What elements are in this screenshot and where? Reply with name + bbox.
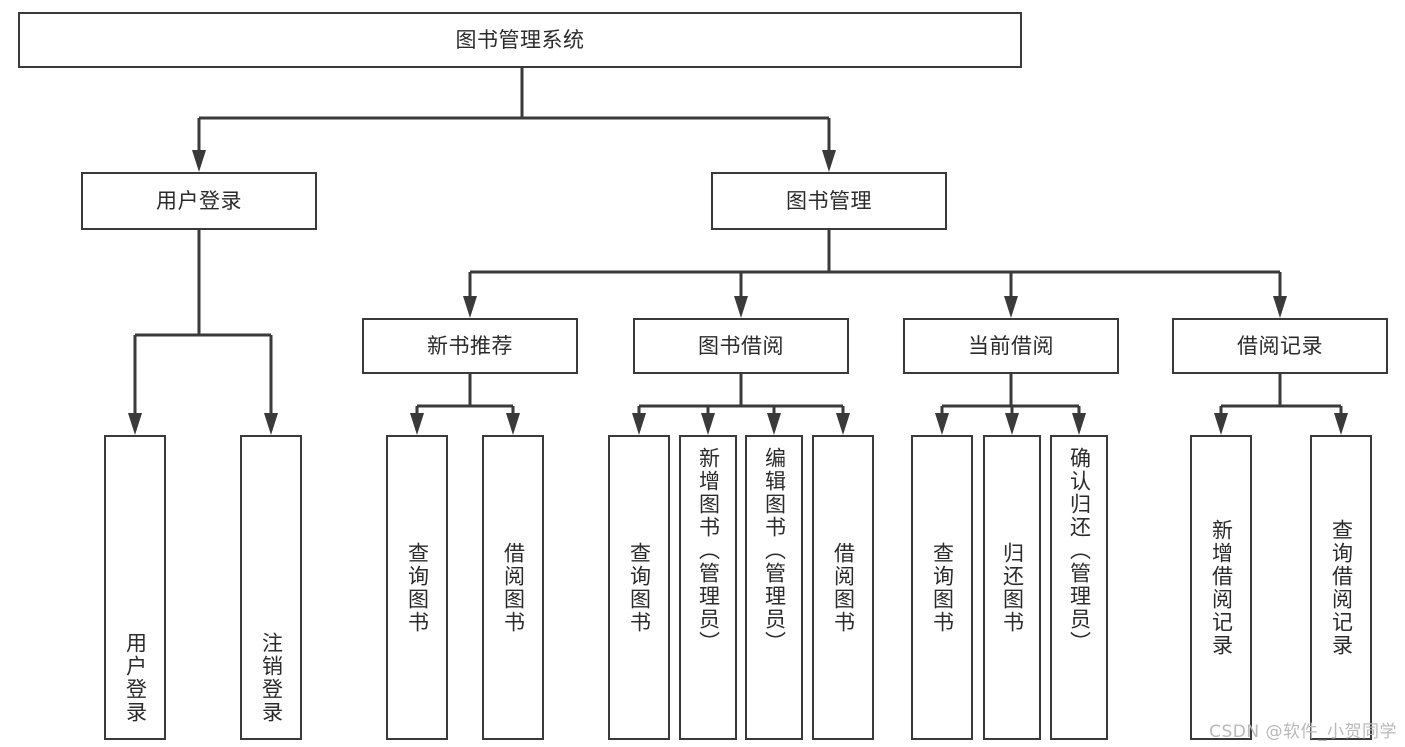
connector-arrow-leaf-query-record [1334, 413, 1348, 435]
node-leaf-return-book[interactable]: 归还图书 [983, 435, 1041, 740]
node-label-book-manage: 图书管理 [786, 188, 872, 213]
node-label-leaf-add-record: 新增借阅记录 [1209, 518, 1234, 657]
node-leaf-user-login[interactable]: 用户登录 [104, 435, 166, 740]
node-current-borrow[interactable]: 当前借阅 [903, 318, 1119, 374]
node-label-leaf-query-book-1: 查询图书 [405, 541, 430, 634]
node-user-login[interactable]: 用户登录 [81, 172, 317, 230]
connector-arrow-leaf-return-book [1005, 413, 1019, 435]
node-label-book-borrow: 图书借阅 [698, 333, 784, 358]
connector-arrow-leaf-confirm-return [1072, 413, 1086, 435]
node-label-leaf-query-record: 查询借阅记录 [1329, 518, 1354, 657]
node-leaf-borrow-book-1[interactable]: 借阅图书 [482, 435, 544, 740]
node-label-leaf-query-book-2: 查询图书 [627, 541, 652, 634]
connector-arrow-leaf-user-login [128, 413, 142, 435]
connector-arrow-new-book-recommend [463, 296, 477, 318]
node-leaf-logout[interactable]: 注销登录 [240, 435, 302, 740]
connector-arrow-leaf-query-book-1 [410, 413, 424, 435]
connector-arrow-leaf-add-record [1214, 413, 1228, 435]
node-borrow-record[interactable]: 借阅记录 [1172, 318, 1388, 374]
node-label-root: 图书管理系统 [455, 27, 585, 52]
node-label-borrow-record: 借阅记录 [1237, 333, 1323, 358]
connector-arrow-leaf-edit-book [767, 413, 781, 435]
node-leaf-edit-book[interactable]: 编辑图书（管理员） [745, 435, 803, 740]
node-leaf-query-record[interactable]: 查询借阅记录 [1310, 435, 1372, 740]
node-book-borrow[interactable]: 图书借阅 [633, 318, 849, 374]
connector-arrow-leaf-logout [264, 413, 278, 435]
node-label-leaf-logout: 注销登录 [259, 632, 284, 724]
node-label-leaf-edit-book: 编辑图书（管理员） [762, 447, 787, 654]
watermark-text: CSDN @软件_小贺同学 [1209, 722, 1397, 742]
connector-arrow-book-manage [822, 150, 836, 172]
node-label-user-login: 用户登录 [156, 188, 242, 213]
node-book-manage[interactable]: 图书管理 [711, 172, 947, 230]
node-leaf-query-book-3[interactable]: 查询图书 [911, 435, 973, 740]
node-label-current-borrow: 当前借阅 [968, 333, 1054, 358]
connector-arrow-book-borrow [734, 296, 748, 318]
node-label-leaf-borrow-book-1: 借阅图书 [501, 541, 526, 634]
node-label-leaf-return-book: 归还图书 [1000, 541, 1025, 634]
connector-arrow-user-login [192, 150, 206, 172]
node-leaf-add-record[interactable]: 新增借阅记录 [1190, 435, 1252, 740]
connector-arrow-borrow-record [1273, 296, 1287, 318]
connector-arrow-leaf-borrow-book-2 [836, 413, 850, 435]
connector-arrow-current-borrow [1004, 296, 1018, 318]
node-leaf-add-book[interactable]: 新增图书（管理员） [679, 435, 737, 740]
node-label-leaf-borrow-book-2: 借阅图书 [831, 541, 856, 634]
connector-arrow-leaf-query-book-2 [632, 413, 646, 435]
connector-arrow-leaf-borrow-book-1 [506, 413, 520, 435]
node-leaf-query-book-1[interactable]: 查询图书 [386, 435, 448, 740]
node-root[interactable]: 图书管理系统 [18, 12, 1022, 68]
node-label-leaf-confirm-return: 确认归还（管理员） [1067, 447, 1092, 654]
node-leaf-query-book-2[interactable]: 查询图书 [608, 435, 670, 740]
node-label-leaf-add-book: 新增图书（管理员） [696, 447, 721, 654]
node-label-new-book-recommend: 新书推荐 [427, 333, 513, 358]
connector-arrow-leaf-add-book [701, 413, 715, 435]
node-new-book-recommend[interactable]: 新书推荐 [362, 318, 578, 374]
node-leaf-borrow-book-2[interactable]: 借阅图书 [812, 435, 874, 740]
node-label-leaf-query-book-3: 查询图书 [930, 541, 955, 634]
node-label-leaf-user-login: 用户登录 [123, 632, 148, 724]
node-leaf-confirm-return[interactable]: 确认归还（管理员） [1050, 435, 1108, 740]
connector-arrow-leaf-query-book-3 [935, 413, 949, 435]
